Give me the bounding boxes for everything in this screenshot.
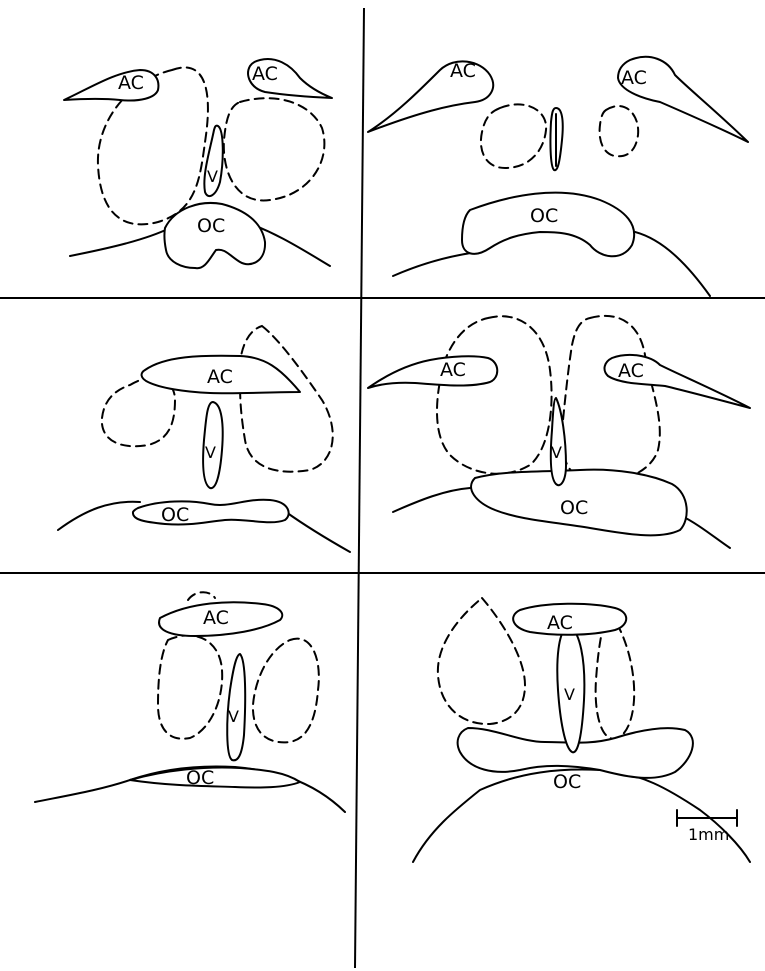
vertical-divider (355, 8, 364, 968)
label-oc: OC (560, 497, 588, 519)
label-v: V (564, 685, 575, 704)
panel-bottom-left: AC V OC (35, 592, 345, 812)
label-v: V (228, 707, 239, 726)
dashed-region-right (240, 326, 333, 472)
panel-bottom-right: AC V OC (413, 598, 750, 862)
label-v: V (551, 443, 562, 462)
label-oc: OC (197, 215, 225, 237)
label-ac-right: AC (618, 360, 644, 382)
dashed-region-left (438, 598, 525, 724)
optic-chiasm-shape (130, 768, 300, 788)
dashed-region-right (253, 639, 319, 743)
anterior-commissure-left (64, 70, 158, 101)
panel-middle-left: AC V OC (58, 326, 350, 552)
label-oc: OC (161, 504, 189, 526)
label-oc: OC (186, 767, 214, 789)
brain-base-outline (413, 770, 750, 862)
scale-bar-label: 1mm (688, 825, 729, 844)
label-ac: AC (547, 612, 573, 634)
dashed-region-right (562, 316, 660, 483)
dashed-region-left (437, 316, 552, 473)
label-ac-left: AC (118, 72, 144, 94)
dashed-region-right (600, 106, 639, 156)
label-ac: AC (203, 607, 229, 629)
anterior-commissure-left (368, 356, 497, 388)
label-ac-left: AC (450, 60, 476, 82)
label-ac-left: AC (440, 359, 466, 381)
panel-top-left: AC AC V OC (64, 59, 332, 268)
brain-base-outline (393, 232, 710, 296)
dashed-region-left (481, 104, 546, 168)
dashed-region-left (158, 635, 222, 738)
dashed-region-top-cap (188, 592, 215, 600)
optic-chiasm-shape (133, 500, 289, 525)
panel-middle-right: AC AC V OC (368, 316, 750, 548)
label-oc: OC (530, 205, 558, 227)
dashed-region-right (224, 98, 325, 200)
label-v: V (207, 167, 218, 186)
label-oc: OC (553, 771, 581, 793)
label-ac-right: AC (621, 67, 647, 89)
label-ac: AC (207, 366, 233, 388)
label-v: V (205, 443, 216, 462)
label-ac-right: AC (252, 63, 278, 85)
panel-top-right: AC AC OC (368, 57, 748, 296)
